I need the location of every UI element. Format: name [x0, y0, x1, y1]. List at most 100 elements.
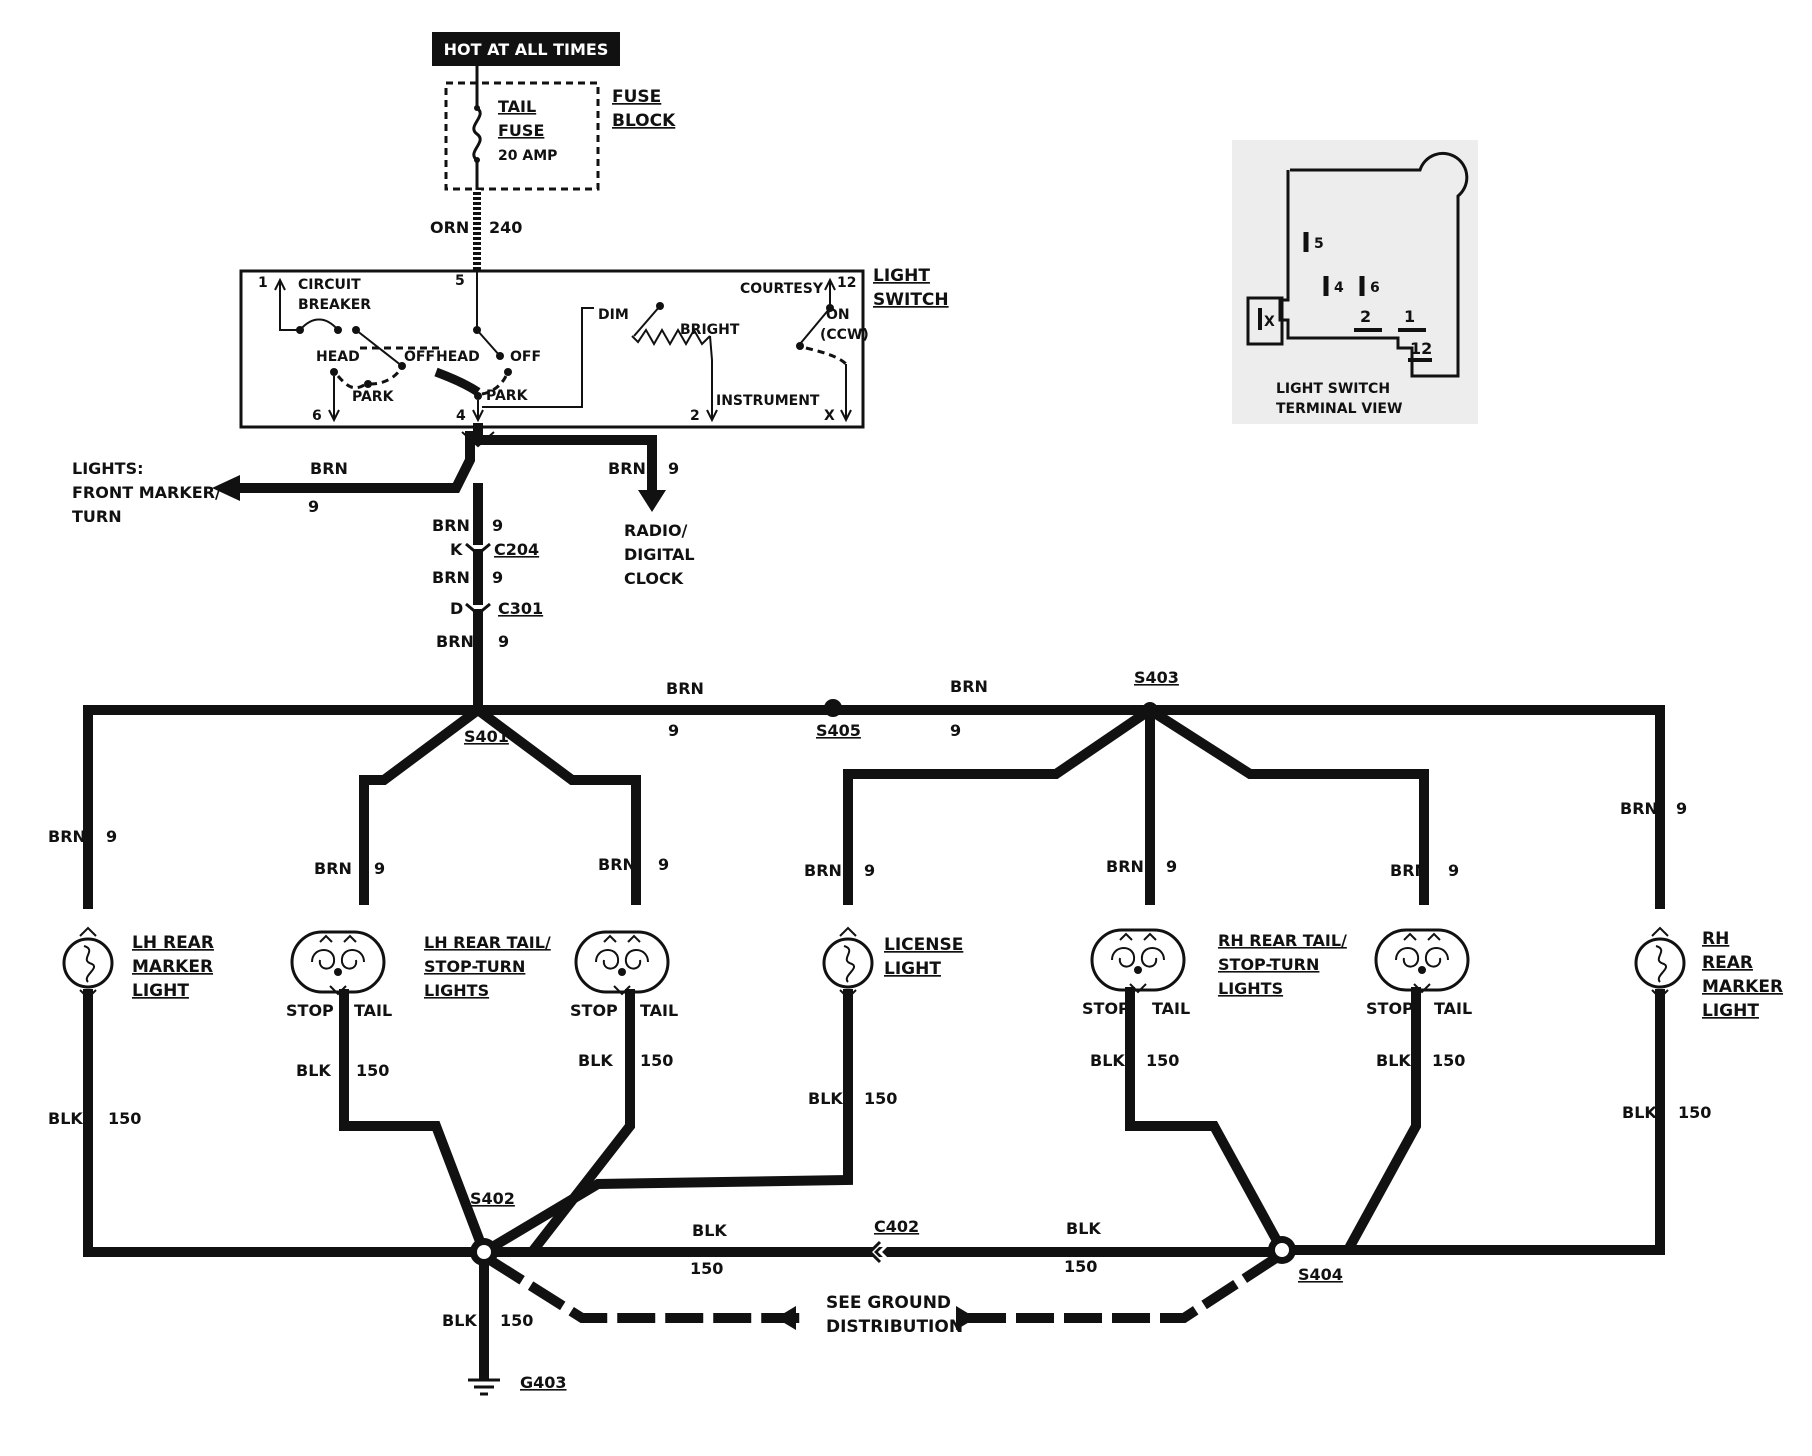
rh-tail2-stop: STOP [1366, 999, 1414, 1018]
ccw-label: (CCW) [820, 327, 869, 343]
light-switch-title-1: LIGHT [873, 266, 930, 286]
rh-tail-label-3: LIGHTS [1218, 979, 1283, 998]
lh-tail2-gnd-circuit: 150 [640, 1051, 673, 1070]
front-marker-label-2: FRONT MARKER/ [72, 483, 221, 502]
terminal-5: 5 [455, 273, 465, 289]
lamp-filament-icon [83, 945, 95, 983]
bus-left-color: BRN [666, 679, 704, 698]
terminal-1: 1 [258, 275, 268, 291]
feed-wire-circuit: 240 [489, 218, 522, 237]
front-marker-label-3: TURN [72, 507, 122, 526]
fuse-block: TAIL FUSE 20 AMP FUSE BLOCK [444, 66, 676, 228]
lamp-tail-filament-icon [1140, 947, 1165, 968]
c204-pin: K [450, 540, 463, 559]
courtesy-label: COURTESY [740, 281, 824, 297]
lh-marker-feed-color: BRN [48, 827, 86, 846]
on-label: ON [826, 307, 850, 323]
terminal-4: 4 [456, 408, 466, 424]
c402-connector-icon [867, 1240, 882, 1264]
c301-connector-icon [465, 602, 491, 616]
rh-marker-label-4: LIGHT [1702, 1001, 1759, 1021]
switch-off-2: OFF [510, 349, 541, 365]
lamp-tail-filament-icon [1424, 947, 1449, 968]
circuit-breaker-label-2: BREAKER [298, 297, 371, 313]
license-light: LICENSE LIGHT [822, 926, 963, 1000]
terminal-view-title-1: LIGHT SWITCH [1276, 381, 1390, 397]
radio-label-3: CLOCK [624, 569, 684, 588]
rh-tail1-tail: TAIL [1152, 999, 1190, 1018]
rh-marker-feed-circuit: 9 [1676, 799, 1687, 818]
terminal-view-pin-1: 1 [1404, 307, 1415, 326]
c204-wire-circuit: 9 [492, 516, 503, 535]
radio-wire-color: BRN [608, 459, 646, 478]
light-switch-title-2: SWITCH [873, 290, 949, 310]
rh-rear-marker-light: RH REAR MARKER LIGHT [1634, 926, 1783, 1021]
ground-wire-circuit: 150 [500, 1311, 533, 1330]
terminal-x: X [824, 408, 835, 424]
left-arrow-icon [776, 1306, 796, 1330]
lh-tail2-tail: TAIL [640, 1001, 678, 1020]
rh-tail2-feed-color: BRN [1390, 861, 1428, 880]
bus-right-color: BRN [950, 677, 988, 696]
bus-gnd-left-circuit: 150 [690, 1259, 723, 1278]
lamp-filament-icon [1655, 945, 1667, 983]
see-ground-2: DISTRIBUTION [826, 1317, 963, 1337]
s405-label: S405 [816, 721, 861, 740]
lh-tail-lamp-1: STOP TAIL [286, 930, 392, 1020]
circuit-breaker-icon [299, 318, 339, 331]
switch-park-1: PARK [352, 389, 395, 405]
rh-tail2-gnd-circuit: 150 [1432, 1051, 1465, 1070]
lamp-tail-filament-icon [624, 949, 649, 970]
rh-tail1-feed-color: BRN [1106, 857, 1144, 876]
rh-tail-lamp-1: STOP TAIL RH REAR TAIL/ STOP-TURN LIGHTS [1082, 928, 1347, 1018]
terminal-view-pin-6: 6 [1370, 280, 1380, 296]
rh-marker-gnd-color: BLK [1622, 1103, 1657, 1122]
radio-label-1: RADIO/ [624, 521, 688, 540]
main-wire-color: BRN [436, 632, 474, 651]
license-feed-color: BRN [804, 861, 842, 880]
dim-label: DIM [598, 307, 629, 323]
lh-tail-label-1: LH REAR TAIL/ [424, 933, 551, 952]
rh-tail-lamp-2: STOP TAIL [1366, 928, 1472, 1018]
rh-marker-gnd-circuit: 150 [1678, 1103, 1711, 1122]
lh-marker-gnd-circuit: 150 [108, 1109, 141, 1128]
radio-label-2: DIGITAL [624, 545, 695, 564]
license-feed-circuit: 9 [864, 861, 875, 880]
terminal-view-pin-x: X [1264, 314, 1275, 330]
lh-tail-label-2: STOP-TURN [424, 957, 525, 976]
fuse-name-2: FUSE [498, 121, 544, 140]
c301-pin: D [450, 599, 463, 618]
front-wire-color: BRN [310, 459, 348, 478]
switch-output-wires: BRN 9 BRN 9 LIGHTS: FRONT MARKER/ TURN R… [72, 423, 695, 588]
lamp-stop-filament-icon [1395, 947, 1420, 968]
c204-wire-color: BRN [432, 516, 470, 535]
switch-park-2: PARK [486, 388, 529, 404]
rh-tail1-feed-circuit: 9 [1166, 857, 1177, 876]
rh-tail1-stop: STOP [1082, 999, 1130, 1018]
fuse-rating: 20 AMP [498, 148, 557, 164]
instrument-label: INSTRUMENT [716, 393, 820, 409]
lamp-stop-filament-icon [1111, 947, 1136, 968]
radio-arrow-icon [638, 490, 666, 512]
lh-tail2-gnd-color: BLK [578, 1051, 613, 1070]
terminal-view-title-2: TERMINAL VIEW [1276, 401, 1402, 417]
bus-right-circuit: 9 [950, 721, 961, 740]
switch-head-1: HEAD [316, 349, 360, 365]
license-label-1: LICENSE [884, 935, 963, 955]
bus-gnd-left-color: BLK [692, 1221, 727, 1240]
feed-wire-orn-240: ORN 240 [430, 190, 522, 272]
terminal-6: 6 [312, 408, 322, 424]
feed-wire-color: ORN [430, 218, 469, 237]
ground-distribution: SEE GROUND DISTRIBUTION [487, 1253, 1279, 1337]
lamp-filament-icon [843, 945, 855, 983]
rh-tail-label-2: STOP-TURN [1218, 955, 1319, 974]
main-feed-wire: BRN 9 K C204 BRN 9 D C301 BRN 9 [432, 483, 543, 711]
rh-tail1-gnd-color: BLK [1090, 1051, 1125, 1070]
lamp-stop-filament-icon [595, 949, 620, 970]
lh-marker-label-2: MARKER [132, 957, 213, 977]
rh-marker-label-2: REAR [1702, 953, 1753, 973]
fuse-block-label-1: FUSE [612, 87, 661, 107]
rh-marker-feed-color: BRN [1620, 799, 1658, 818]
terminal-view-pin-12: 12 [1410, 339, 1432, 358]
lamp-tail-filament-icon [340, 949, 365, 970]
